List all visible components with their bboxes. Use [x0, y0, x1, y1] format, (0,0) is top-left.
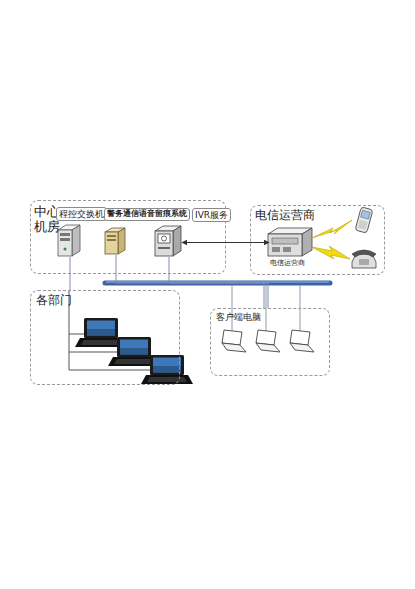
- mobile-phone-icon: [355, 207, 373, 233]
- laptop-icon: [256, 330, 280, 352]
- network-link: [169, 257, 268, 308]
- wireless-bolt: [312, 246, 350, 259]
- wireless-bolt: [312, 220, 352, 238]
- netbook-icon: [141, 355, 193, 384]
- group-box: 程控交换机警务通信语音留痕系统IVR服务中心 机房: [30, 200, 226, 274]
- group-label: 客户端电脑: [216, 312, 261, 322]
- laptop-icon: [222, 330, 246, 352]
- group-label: 各部门: [36, 294, 72, 308]
- carrier-node: 电信运营商: [269, 229, 313, 257]
- server-node: IVR服务: [156, 227, 182, 257]
- laptop-icon: [290, 330, 314, 352]
- group-box: 电信运营商电信运营商: [250, 205, 385, 275]
- node-label: 电信运营商: [270, 259, 305, 267]
- network-bus: [105, 281, 330, 286]
- desk-phone-icon: [352, 250, 376, 268]
- group-box: 各部门: [30, 290, 180, 385]
- ivr-server-icon: [155, 226, 181, 256]
- group-label: 电信运营商: [255, 209, 315, 223]
- group-box: 客户端电脑: [210, 308, 330, 376]
- server-node: 程控交换机: [59, 226, 81, 257]
- recording-server-icon: [105, 228, 125, 254]
- network-bus-highlight: [106, 282, 329, 283]
- node-label: 程控交换机: [56, 207, 107, 221]
- node-label: IVR服务: [192, 208, 231, 222]
- exchange-server-icon: [58, 225, 80, 256]
- carrier-switch-icon: [268, 228, 312, 256]
- node-label: 警务通信语音留痕系统: [104, 208, 190, 221]
- server-node: 警务通信语音留痕系统: [106, 229, 126, 255]
- network-link: [116, 255, 264, 308]
